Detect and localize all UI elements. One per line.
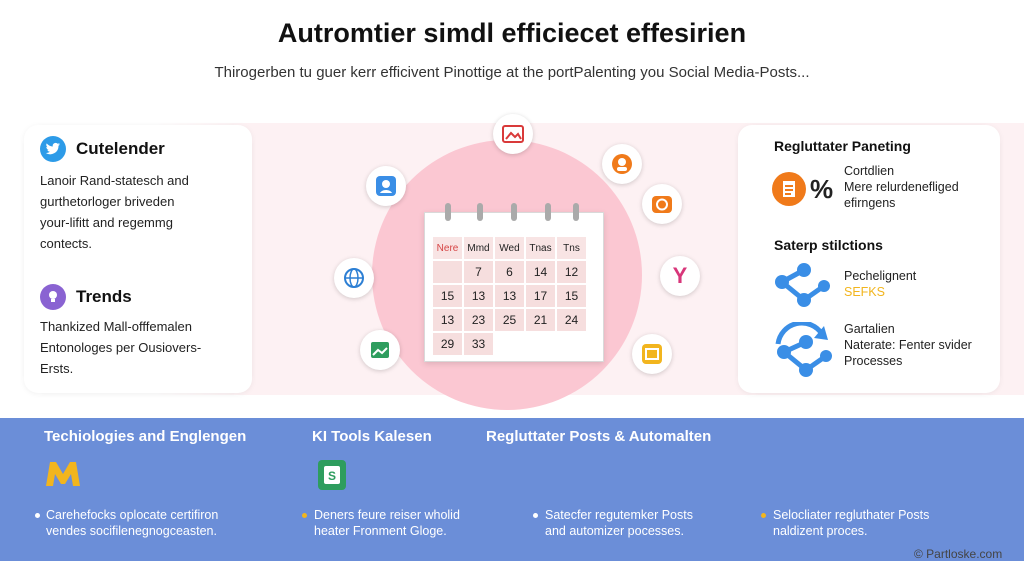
calendar-ring bbox=[545, 203, 551, 221]
bottom-col1-text: Carehefocks oplocate certifiron vendes s… bbox=[46, 507, 218, 539]
trends-section-header: Trends bbox=[40, 284, 132, 310]
calendar-ring bbox=[573, 203, 579, 221]
text-line: Gartalien bbox=[844, 322, 895, 336]
panel-text: Cortdlien Mere relurdenefliged efirngens bbox=[844, 163, 959, 211]
bulb-icon bbox=[40, 284, 66, 310]
calendar-day[interactable]: 14 bbox=[526, 261, 555, 283]
calendar-widget: Nere Mmd Wed Tnas Tns 7 6 14 12 15 13 13… bbox=[424, 203, 604, 362]
text-line: naldizent proces. bbox=[773, 524, 868, 538]
text-line: Carehefocks oplocate certifiron bbox=[46, 508, 219, 522]
calendar-day[interactable]: 15 bbox=[433, 285, 462, 307]
gallery-icon[interactable] bbox=[360, 330, 400, 370]
text-line: Mere relurdenefliged bbox=[844, 180, 959, 194]
calendar-day[interactable]: 12 bbox=[557, 261, 586, 283]
calendar-section-text: Lanoir Rand-statesch and gurthetorloger … bbox=[40, 170, 189, 254]
svg-text:S: S bbox=[328, 469, 336, 483]
page-title: Autromtier simdl efficiecet effesirien bbox=[277, 18, 747, 48]
calendar-day[interactable]: 13 bbox=[433, 309, 462, 331]
calendar-section-title: Cutelender bbox=[76, 139, 165, 158]
bottom-band bbox=[0, 418, 1024, 561]
bullet-dot bbox=[35, 513, 40, 518]
calendar-day[interactable]: 17 bbox=[526, 285, 555, 307]
calendar-day[interactable]: 6 bbox=[495, 261, 524, 283]
text-line: gurthetorloger briveden bbox=[40, 194, 175, 209]
text-line: Naterate: Fenter svider bbox=[844, 338, 972, 352]
left-info-card bbox=[24, 125, 252, 393]
calendar-grid: Nere Mmd Wed Tnas Tns 7 6 14 12 15 13 13… bbox=[433, 237, 586, 355]
calendar-day-header: Wed bbox=[495, 237, 524, 259]
calendar-day-header: Tns bbox=[557, 237, 586, 259]
calendar-day[interactable]: 25 bbox=[495, 309, 524, 331]
stats-item2-text: Gartalien Naterate: Fenter svider Proces… bbox=[844, 321, 972, 369]
calendar-day-header: Tnas bbox=[526, 237, 555, 259]
text-line: Selocliater regluthater Posts bbox=[773, 508, 930, 522]
bottom-col2-title: KI Tools Kalesen bbox=[312, 428, 432, 445]
calendar-day[interactable]: 33 bbox=[464, 333, 493, 355]
calendar-day[interactable]: 21 bbox=[526, 309, 555, 331]
text-line: Lanoir Rand-statesch and bbox=[40, 173, 189, 188]
text-line: contects. bbox=[40, 236, 93, 251]
calendar-day-header: Mmd bbox=[464, 237, 493, 259]
text-line: Satecfer regutemker Posts bbox=[545, 508, 693, 522]
document-percent-icon bbox=[772, 172, 806, 206]
profile-icon[interactable] bbox=[602, 144, 642, 184]
text-line: heater Fronment Gloge. bbox=[314, 524, 447, 538]
calendar-ring bbox=[477, 203, 483, 221]
chart-icon[interactable] bbox=[632, 334, 672, 374]
network-nodes-icon bbox=[772, 262, 832, 313]
sheets-icon: S bbox=[316, 458, 348, 497]
text-line: your-lifitt and regemmg bbox=[40, 215, 173, 230]
stats-item1-text: Pechelignent SEFKS bbox=[844, 268, 916, 300]
calendar-day-header: Nere bbox=[433, 237, 462, 259]
calendar-ring bbox=[511, 203, 517, 221]
calendar-day[interactable]: 24 bbox=[557, 309, 586, 331]
text-line: efirngens bbox=[844, 196, 896, 210]
bottom-col1-title: Techiologies and Englengen bbox=[44, 428, 247, 445]
calendar-day[interactable]: 13 bbox=[464, 285, 493, 307]
refresh-network-icon bbox=[772, 320, 834, 383]
text-line: vendes socifilenegnogceasten. bbox=[46, 524, 217, 538]
text-line: Deners feure reiser wholid bbox=[314, 508, 460, 522]
bottom-col2-text: Deners feure reiser wholid heater Fronme… bbox=[314, 507, 460, 539]
panel-title: Regluttater Paneting bbox=[774, 138, 911, 154]
trends-section-title: Trends bbox=[76, 287, 132, 306]
calendar-day[interactable] bbox=[433, 261, 462, 283]
text-line: Pechelignent bbox=[844, 269, 917, 283]
location-icon[interactable] bbox=[366, 166, 406, 206]
globe-icon[interactable] bbox=[334, 258, 374, 298]
bottom-col3-text: Satecfer regutemker Posts and automizer … bbox=[545, 507, 693, 539]
calendar-day[interactable]: 23 bbox=[464, 309, 493, 331]
text-line: and automizer pocesses. bbox=[545, 524, 684, 538]
yahoo-icon[interactable]: Y bbox=[660, 256, 700, 296]
calendar-section-header: Cutelender bbox=[40, 136, 165, 162]
m-logo-icon bbox=[44, 460, 82, 493]
percent-icon: % bbox=[810, 174, 834, 204]
bullet-dot bbox=[533, 513, 538, 518]
calendar-day[interactable]: 13 bbox=[495, 285, 524, 307]
calendar-ring bbox=[445, 203, 451, 221]
bottom-col4-text: Selocliater regluthater Posts naldizent … bbox=[773, 507, 929, 539]
watermark: © Partloske.com bbox=[914, 547, 1003, 561]
camera-icon[interactable] bbox=[642, 184, 682, 224]
calendar-day[interactable]: 15 bbox=[557, 285, 586, 307]
twitter-bird-icon bbox=[40, 136, 66, 162]
page-subtitle: Thirogerben tu guer kerr efficivent Pino… bbox=[214, 64, 810, 81]
bottom-col3-title: Regluttater Posts & Automalten bbox=[486, 428, 712, 445]
text-line: Entonologes per Ousiovers- bbox=[40, 340, 202, 355]
highlight-text: SEFKS bbox=[844, 285, 885, 299]
image-icon[interactable] bbox=[493, 114, 533, 154]
text-line: Cortdlien bbox=[844, 164, 895, 178]
text-line: Ersts. bbox=[40, 361, 74, 376]
bullet-dot bbox=[761, 513, 766, 518]
text-line: Processes bbox=[844, 354, 903, 368]
text-line: Thankized Mall-offfemalen bbox=[40, 319, 192, 334]
stats-title: Saterp stilctions bbox=[774, 237, 883, 253]
calendar-day[interactable]: 29 bbox=[433, 333, 462, 355]
bullet-dot bbox=[302, 513, 307, 518]
calendar-day[interactable]: 7 bbox=[464, 261, 493, 283]
trends-section-text: Thankized Mall-offfemalen Entonologes pe… bbox=[40, 316, 201, 379]
